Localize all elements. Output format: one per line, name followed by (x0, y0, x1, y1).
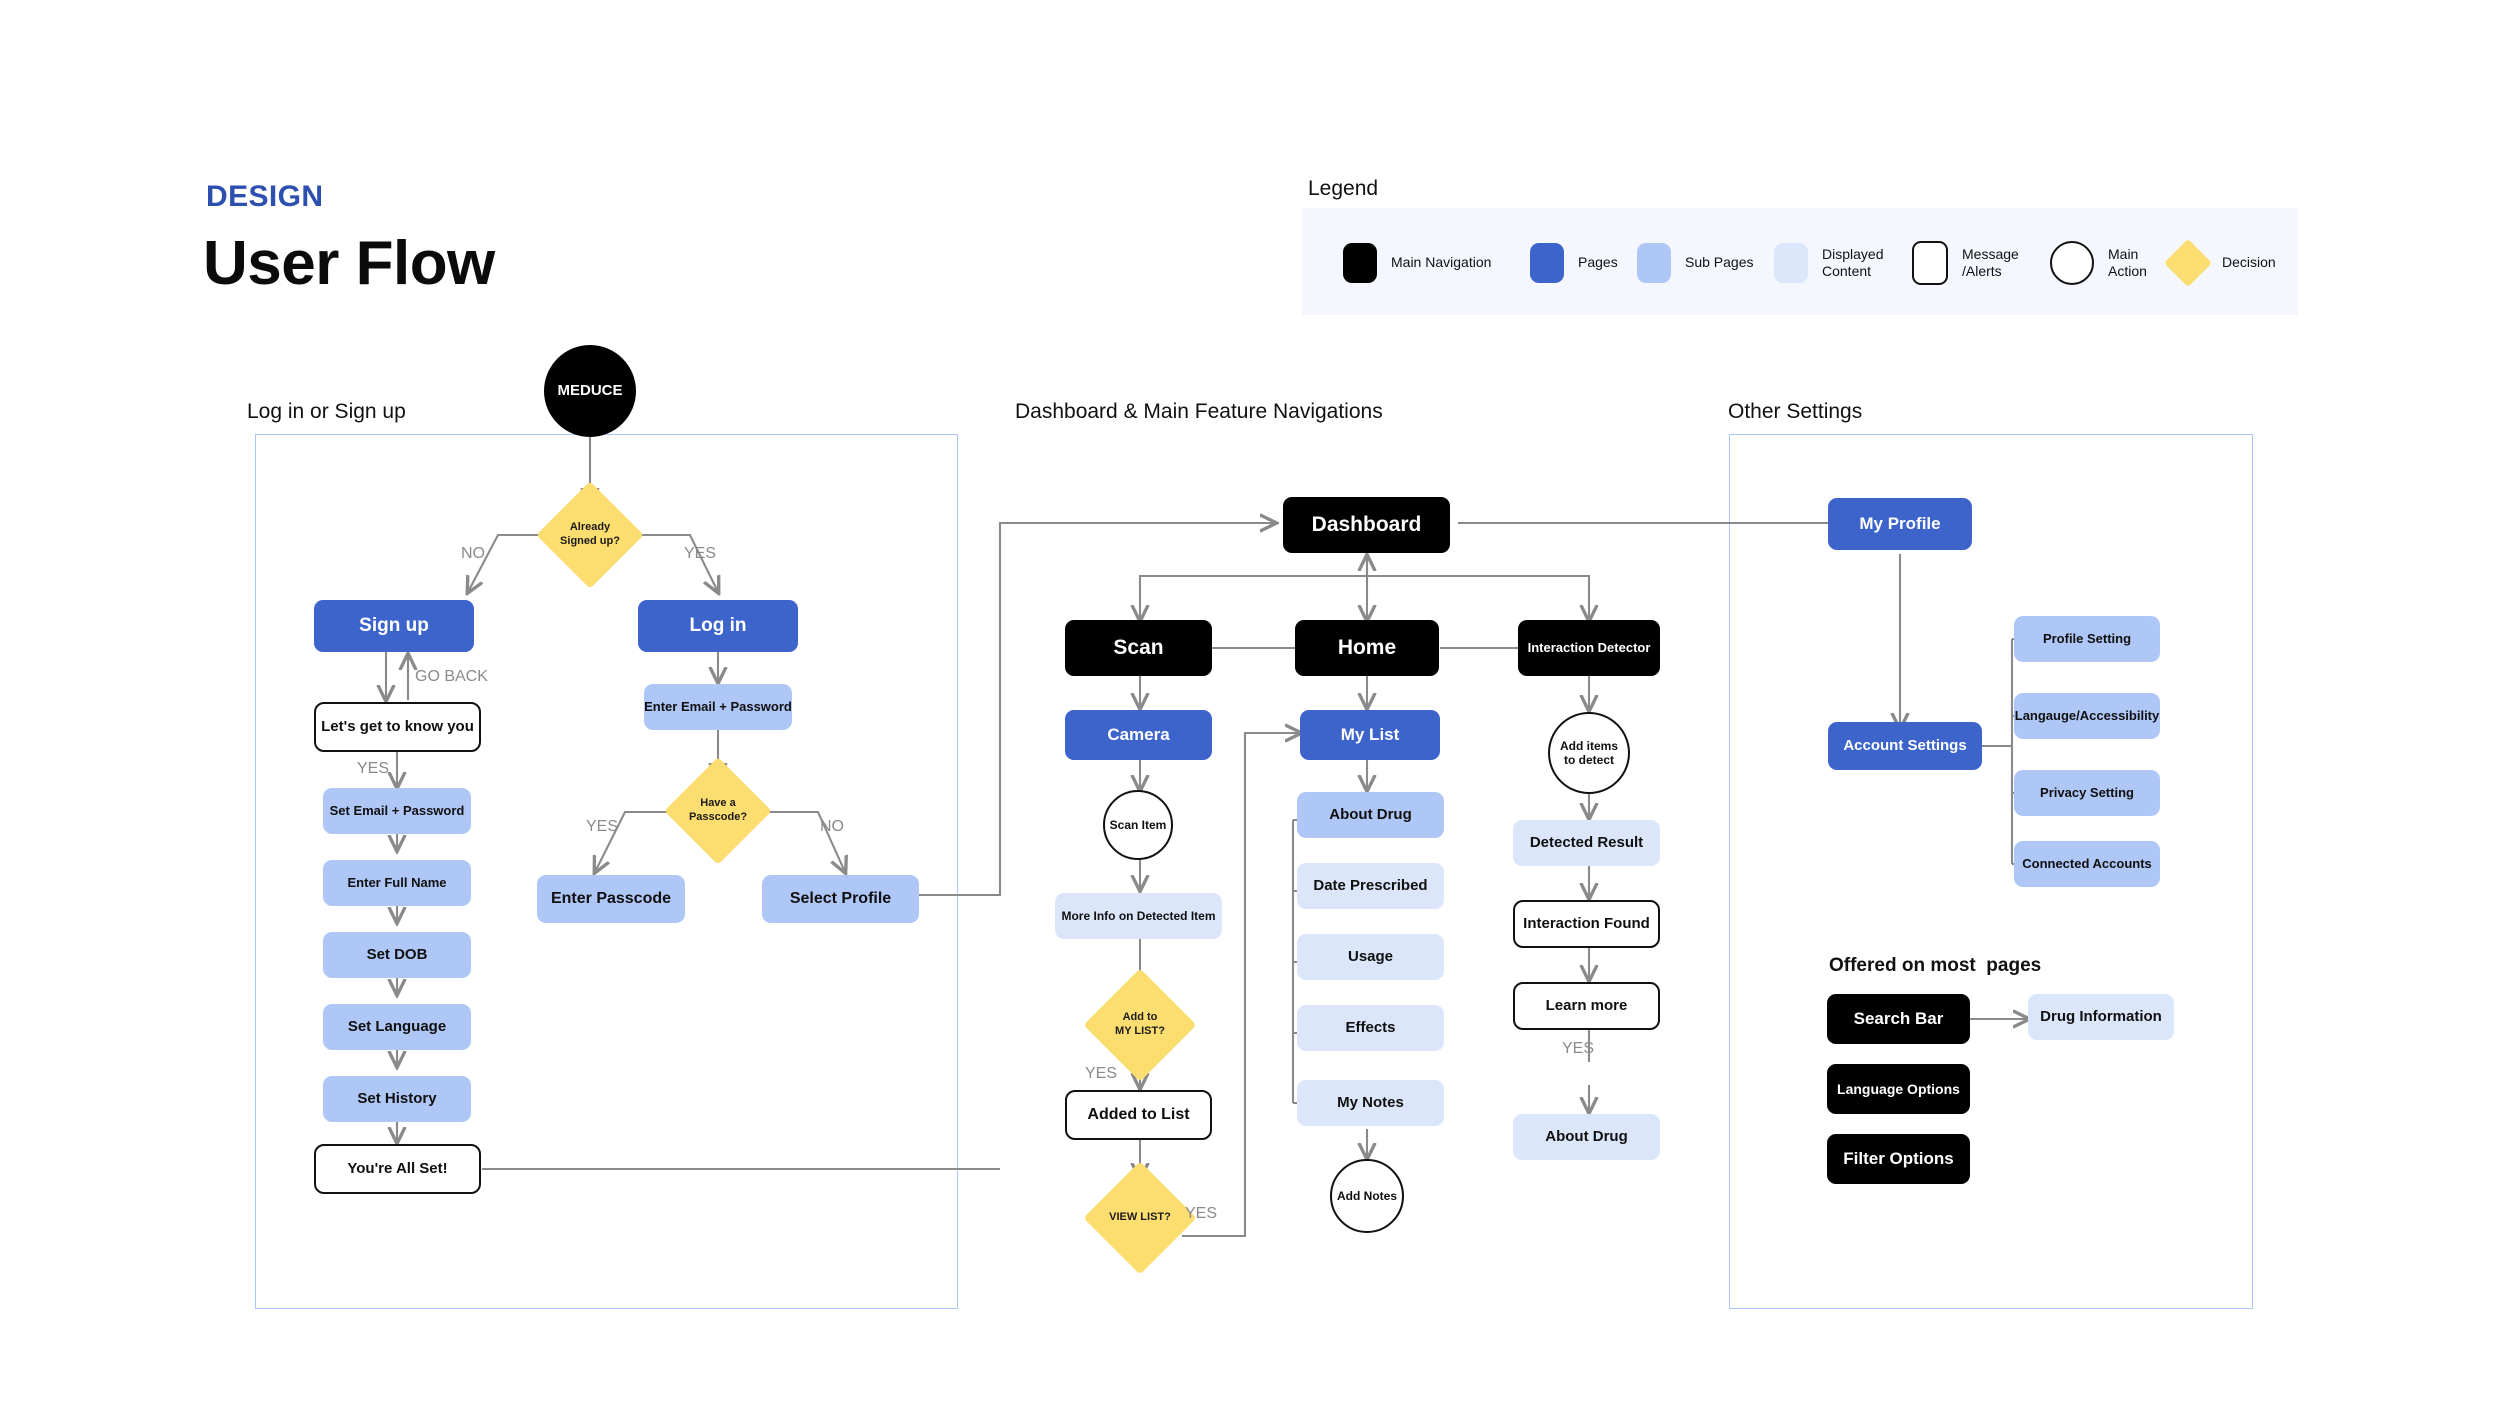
node-scan[interactable]: Scan (1065, 620, 1212, 676)
legend-item-decision: Decision (2163, 238, 2328, 288)
node-about-drug[interactable]: About Drug (1297, 792, 1444, 838)
node-scan-item[interactable]: Scan Item (1103, 790, 1173, 860)
node-about-drug-2[interactable]: About Drug (1513, 1114, 1660, 1160)
edge-label-yes-view-list: YES (1185, 1205, 1218, 1222)
node-filter-options[interactable]: Filter Options (1827, 1134, 1970, 1184)
legend-label-main-action: Main Action (2108, 245, 2147, 280)
node-logo-meduce[interactable]: MEDUCE (544, 345, 636, 437)
legend-label-displayed-content: Displayed Content (1822, 245, 1884, 280)
node-enter-email-password[interactable]: Enter Email + Password (644, 684, 792, 730)
edge-label-yes-add-list: YES (1085, 1065, 1118, 1082)
node-language-options[interactable]: Language Options (1827, 1064, 1970, 1114)
edge-label-no-passcode: NO (820, 818, 844, 835)
node-more-info-detected-item[interactable]: More Info on Detected Item (1055, 893, 1222, 939)
legend-swatch-main-navigation (1343, 243, 1377, 283)
legend-label-sub-pages: Sub Pages (1685, 254, 1754, 271)
node-add-items-to-detect[interactable]: Add items to detect (1548, 712, 1630, 794)
legend-swatch-decision (2163, 238, 2213, 288)
node-profile-setting[interactable]: Profile Setting (2014, 616, 2160, 662)
section-title-dashboard: Dashboard & Main Feature Navigations (1015, 400, 1383, 423)
edge-label-yes-signed-up: YES (684, 545, 717, 562)
node-interaction-found[interactable]: Interaction Found (1513, 900, 1660, 948)
section-title-settings: Other Settings (1728, 400, 1863, 423)
legend-item-displayed-content: Displayed Content (1774, 242, 1964, 284)
edge-label-go-back: GO BACK (415, 668, 488, 685)
node-decision-add-to-my-list[interactable]: Add to MY LIST? (1083, 968, 1197, 1082)
node-connected-accounts[interactable]: Connected Accounts (2014, 841, 2160, 887)
node-search-bar[interactable]: Search Bar (1827, 994, 1970, 1044)
edge-label-no-signed-up: NO (461, 545, 485, 562)
edge-label-yes-know-you: YES (357, 760, 390, 777)
node-decision-already-signed-up-label: Already Signed up? (560, 521, 620, 547)
section-frame-settings (1729, 434, 2253, 1309)
node-my-notes[interactable]: My Notes (1297, 1080, 1444, 1126)
legend-swatch-displayed-content (1774, 243, 1808, 283)
node-account-settings[interactable]: Account Settings (1828, 722, 1982, 770)
legend-swatch-main-action (2050, 241, 2094, 285)
node-usage[interactable]: Usage (1297, 934, 1444, 980)
node-added-to-list[interactable]: Added to List (1065, 1090, 1212, 1140)
node-interaction-detector[interactable]: Interaction Detector (1518, 620, 1660, 676)
node-decision-add-to-my-list-label: Add to MY LIST? (1115, 1011, 1165, 1037)
node-camera[interactable]: Camera (1065, 710, 1212, 760)
node-detected-result[interactable]: Detected Result (1513, 820, 1660, 866)
node-dashboard[interactable]: Dashboard (1283, 497, 1450, 553)
edge-label-yes-learn-more: YES (1562, 1040, 1595, 1057)
node-lets-get-to-know-you[interactable]: Let's get to know you (314, 702, 481, 752)
legend-item-main-action: Main Action (2050, 241, 2210, 285)
node-youre-all-set[interactable]: You're All Set! (314, 1144, 481, 1194)
node-language-accessibility[interactable]: Langauge/Accessibility (2014, 693, 2160, 739)
legend-label-decision: Decision (2222, 254, 2276, 271)
node-set-dob[interactable]: Set DOB (323, 932, 471, 978)
node-select-profile[interactable]: Select Profile (762, 875, 919, 923)
node-home[interactable]: Home (1295, 620, 1439, 676)
legend-item-pages: Pages (1530, 242, 1690, 284)
node-privacy-setting[interactable]: Privacy Setting (2014, 770, 2160, 816)
node-my-profile[interactable]: My Profile (1828, 498, 1972, 550)
legend-swatch-message-alerts (1912, 241, 1948, 285)
node-add-items-to-detect-label: Add items to detect (1559, 738, 1618, 767)
node-enter-full-name[interactable]: Enter Full Name (323, 860, 471, 906)
node-my-list[interactable]: My List (1300, 710, 1440, 760)
node-sign-up[interactable]: Sign up (314, 600, 474, 652)
node-decision-view-list[interactable]: VIEW LIST? (1083, 1161, 1197, 1275)
section-title-login: Log in or Sign up (247, 400, 406, 423)
node-log-in[interactable]: Log in (638, 600, 798, 652)
page-title: User Flow (203, 229, 495, 298)
node-enter-passcode[interactable]: Enter Passcode (537, 875, 685, 923)
edge-label-yes-passcode: YES (586, 818, 619, 835)
legend-swatch-pages (1530, 243, 1564, 283)
legend-label-pages: Pages (1578, 254, 1618, 271)
legend-item-main-navigation: Main Navigation (1343, 242, 1543, 284)
legend-swatch-sub-pages (1637, 243, 1671, 283)
node-set-language[interactable]: Set Language (323, 1004, 471, 1050)
node-decision-already-signed-up[interactable]: Already Signed up? (536, 481, 644, 589)
legend-title: Legend (1308, 177, 1379, 200)
node-learn-more[interactable]: Learn more (1513, 982, 1660, 1030)
node-decision-have-a-passcode-label: Have a Passcode? (688, 797, 748, 823)
node-set-history[interactable]: Set History (323, 1076, 471, 1122)
legend-label-main-navigation: Main Navigation (1391, 254, 1492, 271)
node-effects[interactable]: Effects (1297, 1005, 1444, 1051)
node-set-email-password[interactable]: Set Email + Password (323, 788, 471, 834)
legend-item-message-alerts: Message /Alerts (1912, 241, 2092, 285)
node-decision-have-a-passcode[interactable]: Have a Passcode? (664, 757, 772, 865)
legend-item-sub-pages: Sub Pages (1637, 242, 1817, 284)
subgroup-title-offered: Offered on most pages (1829, 955, 2042, 976)
page-kicker: DESIGN (206, 180, 324, 213)
node-add-notes[interactable]: Add Notes (1330, 1159, 1404, 1233)
legend-label-message-alerts: Message /Alerts (1962, 245, 2019, 280)
node-date-prescribed[interactable]: Date Prescribed (1297, 863, 1444, 909)
node-drug-information[interactable]: Drug Information (2028, 994, 2174, 1040)
node-decision-view-list-label: VIEW LIST? (1109, 1211, 1171, 1224)
